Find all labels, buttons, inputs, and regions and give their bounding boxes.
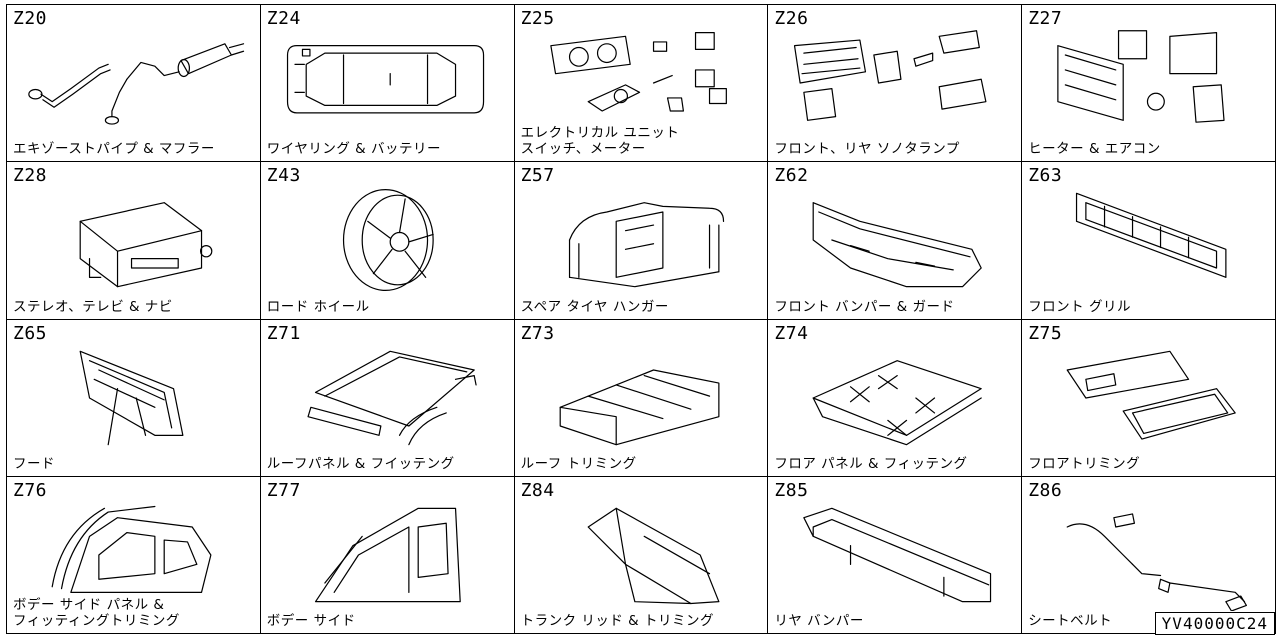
section-code: Z85	[774, 479, 809, 501]
section-z25[interactable]: Z25 エレクトリカル ユニット スイッチ、メーター	[514, 5, 769, 163]
section-label: フロント バンパー & ガード	[774, 298, 955, 315]
meters-switches-icon	[549, 31, 727, 112]
section-label: リヤ バンパー	[774, 613, 864, 629]
section-label: ロード ホイール	[266, 298, 370, 315]
spare-tire-hanger-icon	[568, 202, 724, 288]
seat-belt-icon	[1066, 513, 1248, 611]
front-grille-icon	[1076, 192, 1227, 279]
roof-panel-icon	[307, 350, 477, 445]
section-z77[interactable]: Z77 ボデー サイド	[260, 476, 515, 634]
section-label: フロント、リヤ ソノタランプ	[774, 141, 960, 158]
heater-aircon-icon	[1057, 30, 1225, 123]
section-label: シートベルト	[1028, 613, 1113, 629]
section-code: Z75	[1028, 322, 1063, 344]
section-label: フロント グリル	[1028, 298, 1131, 315]
stereo-icon	[79, 202, 213, 288]
section-label: トランク リッド & トリミング	[520, 613, 714, 629]
section-code: Z84	[520, 479, 555, 501]
section-code: Z57	[520, 165, 555, 187]
section-z57[interactable]: Z57 スペア タイヤ ハンガー	[514, 162, 769, 320]
section-code: Z26	[774, 8, 809, 29]
lamps-icon	[794, 30, 987, 121]
section-z86[interactable]: Z86 シートベルト	[1022, 476, 1276, 634]
section-z71[interactable]: Z71 ルーフパネル & フイッテング	[260, 319, 515, 477]
section-code: Z76	[13, 479, 48, 501]
section-z62[interactable]: Z62 フロント バンパー & ガード	[768, 162, 1023, 320]
section-label: スペア タイヤ ハンガー	[520, 298, 669, 315]
section-label: エキゾーストパイプ & マフラー	[13, 141, 215, 158]
section-label: フロアトリミング	[1028, 455, 1141, 472]
section-label: ボデー サイド	[266, 613, 356, 629]
section-z63[interactable]: Z63 フロント グリル	[1022, 162, 1276, 320]
section-label: ボデー サイド パネル & フィッティングトリミング	[13, 597, 180, 629]
catalog-code: YV40000C24	[1154, 612, 1275, 635]
body-side-icon	[314, 507, 461, 603]
section-label: エレクトリカル ユニット スイッチ、メーター	[520, 125, 680, 158]
section-label: ワイヤリング & バッテリー	[266, 141, 442, 158]
section-z74[interactable]: Z74 フロア パネル & フィッテング	[768, 319, 1023, 477]
section-code: Z71	[266, 322, 301, 344]
section-z76[interactable]: Z76 ボデー サイド パネル & フィッティングトリミング	[7, 476, 261, 634]
section-z28[interactable]: Z28 ステレオ、テレビ & ナビ	[7, 162, 261, 320]
section-z65[interactable]: Z65 フード	[7, 319, 261, 477]
body-side-panel-icon	[51, 505, 212, 593]
section-code: Z43	[266, 165, 301, 187]
roof-trim-icon	[559, 368, 720, 445]
section-label: ステレオ、テレビ & ナビ	[13, 298, 173, 315]
section-z20[interactable]: Z20 エキゾーストパイプ & マフラー	[7, 5, 261, 163]
section-code: Z62	[774, 165, 809, 187]
section-label: フード	[13, 455, 55, 472]
section-code: Z65	[13, 322, 48, 344]
section-code: Z63	[1028, 165, 1063, 187]
section-label: ルーフパネル & フイッテング	[266, 455, 455, 472]
section-code: Z27	[1028, 8, 1063, 29]
front-bumper-icon	[812, 202, 983, 288]
floor-trim-icon	[1066, 350, 1237, 440]
wiring-harness-icon	[286, 45, 484, 114]
road-wheel-icon	[342, 189, 434, 292]
section-z24[interactable]: Z24 ワイヤリング & バッテリー	[260, 5, 515, 163]
floor-panel-icon	[812, 359, 983, 445]
section-code: Z28	[13, 165, 48, 187]
section-z26[interactable]: Z26 フロント、リヤ ソノタランプ	[768, 5, 1023, 163]
section-code: Z24	[266, 8, 301, 29]
section-code: Z25	[520, 8, 555, 29]
section-label: ルーフ トリミング	[520, 455, 637, 472]
section-label: フロア パネル & フィッテング	[774, 455, 968, 472]
trunk-lid-icon	[587, 507, 720, 604]
section-code: Z86	[1028, 479, 1063, 501]
section-z73[interactable]: Z73 ルーフ トリミング	[514, 319, 769, 477]
section-code: Z74	[774, 322, 809, 344]
section-z84[interactable]: Z84 トランク リッド & トリミング	[514, 476, 769, 634]
rear-bumper-icon	[803, 507, 992, 603]
section-z85[interactable]: Z85 リヤ バンパー	[768, 476, 1023, 634]
section-code: Z73	[520, 322, 555, 344]
section-z75[interactable]: Z75 フロアトリミング	[1022, 319, 1276, 477]
section-code: Z77	[266, 479, 301, 501]
section-z43[interactable]: Z43 ロード ホイール	[260, 162, 515, 320]
section-z27[interactable]: Z27 ヒーター & エアコン	[1022, 5, 1276, 163]
exhaust-muffler-icon	[28, 43, 245, 125]
hood-icon	[79, 350, 184, 445]
section-label: ヒーター & エアコン	[1028, 141, 1161, 158]
section-code: Z20	[13, 8, 48, 29]
